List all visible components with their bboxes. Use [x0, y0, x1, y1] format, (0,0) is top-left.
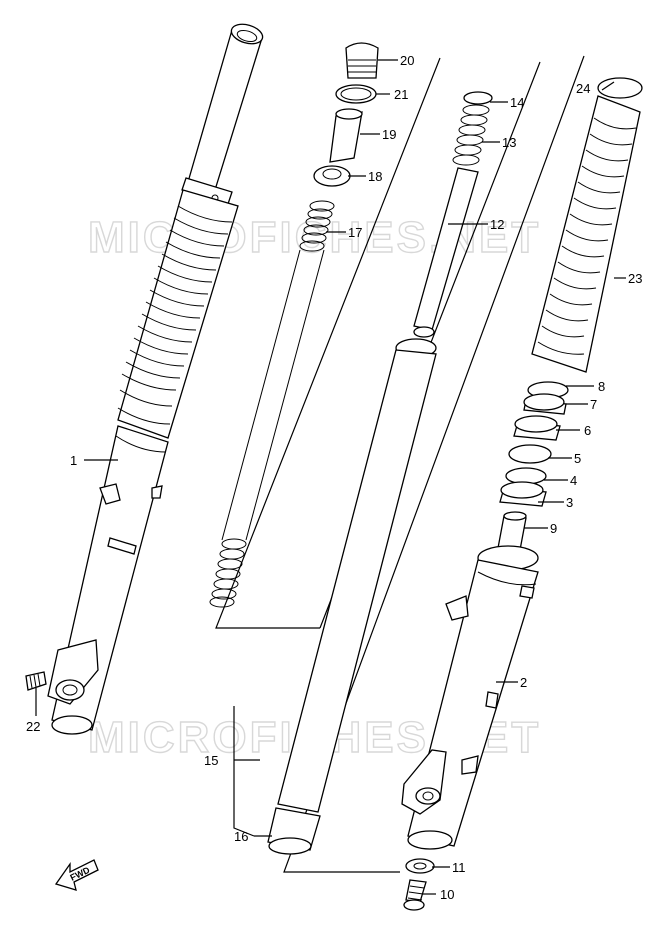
- callout-12: 12: [490, 217, 504, 232]
- callout-2: 2: [520, 675, 527, 690]
- callout-22: 22: [26, 719, 40, 734]
- callout-numbers: 1 2 3 4 5 6 7 8 9 10 11 12 13 14 15 16 1…: [26, 53, 642, 902]
- right-boot-ribs: [537, 117, 637, 355]
- right-fork-assembly: [401, 77, 643, 911]
- spring-group: [209, 42, 541, 629]
- callout-20: 20: [400, 53, 414, 68]
- callout-21: 21: [394, 87, 408, 102]
- callout-11: 11: [452, 860, 466, 875]
- left-boot-ribs: [117, 205, 233, 425]
- callout-5: 5: [574, 451, 581, 466]
- spring-bottom-coils: [209, 538, 247, 608]
- callout-24: 24: [576, 81, 590, 96]
- left-fork-assembly: [25, 23, 264, 735]
- callout-7: 7: [590, 397, 597, 412]
- leader-lines: [35, 59, 626, 895]
- callout-13: 13: [502, 135, 516, 150]
- rebound-spring-coils: [452, 91, 493, 166]
- watermark-top: MICROFICHES.NET: [88, 213, 541, 262]
- callout-19: 19: [382, 127, 396, 142]
- callout-14: 14: [510, 95, 524, 110]
- callout-9: 9: [550, 521, 557, 536]
- spring-top-coils: [299, 200, 335, 252]
- callout-3: 3: [566, 495, 573, 510]
- callout-16: 16: [234, 829, 248, 844]
- callout-23: 23: [628, 271, 642, 286]
- callout-10: 10: [440, 887, 454, 902]
- callout-6: 6: [584, 423, 591, 438]
- callout-8: 8: [598, 379, 605, 394]
- callout-18: 18: [368, 169, 382, 184]
- callout-15: 15: [204, 753, 218, 768]
- callout-4: 4: [570, 473, 577, 488]
- callout-17: 17: [348, 225, 362, 240]
- damper-group: [267, 55, 585, 873]
- callout-1: 1: [70, 453, 77, 468]
- fwd-direction-arrow: FWD: [54, 859, 99, 891]
